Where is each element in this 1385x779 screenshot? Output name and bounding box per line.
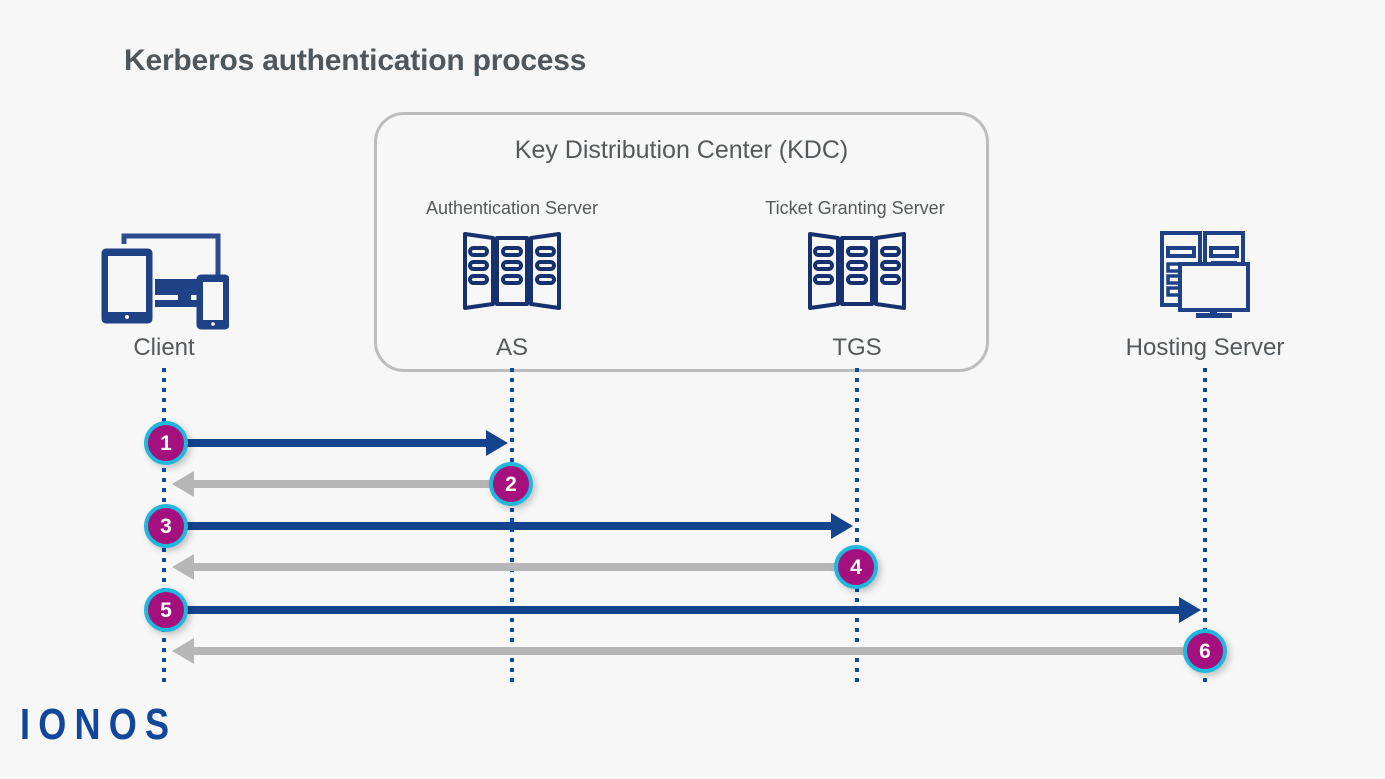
arrow-head-right-icon xyxy=(831,513,853,539)
kdc-container-box xyxy=(374,112,989,372)
actor-label-client: Client xyxy=(133,334,195,361)
step-badge-4: 4 xyxy=(834,545,878,589)
actor-label-hosting-server: Hosting Server xyxy=(1125,334,1285,361)
ticket-granting-server-label: Ticket Granting Server xyxy=(765,198,945,218)
arrow-shaft xyxy=(194,647,1205,655)
actor-label-as: AS xyxy=(495,334,529,361)
arrow-head-left-icon xyxy=(172,471,194,497)
message-arrow-1 xyxy=(180,430,508,456)
arrow-shaft xyxy=(194,563,857,571)
arrow-shaft xyxy=(180,439,486,447)
arrow-head-right-icon xyxy=(486,430,508,456)
authentication-server-label: Authentication Server xyxy=(425,198,599,218)
hosting-server-icon xyxy=(1158,228,1252,325)
arrow-head-right-icon xyxy=(1179,597,1201,623)
step-badge-6: 6 xyxy=(1183,629,1227,673)
step-badge-2: 2 xyxy=(489,462,533,506)
message-arrow-3 xyxy=(180,513,853,539)
server-rack-icon xyxy=(807,228,907,319)
arrow-head-left-icon xyxy=(172,638,194,664)
message-arrow-4 xyxy=(172,554,857,580)
actor-label-tgs: TGS xyxy=(832,334,882,361)
client-devices-icon xyxy=(99,232,230,337)
kdc-title-label: Key Distribution Center (KDC) xyxy=(514,136,849,164)
lifeline-hosting-server xyxy=(1203,368,1207,686)
message-arrow-5 xyxy=(180,597,1201,623)
message-arrow-2 xyxy=(172,471,512,497)
arrow-shaft xyxy=(180,606,1179,614)
lifeline-tgs xyxy=(855,368,859,686)
step-badge-1: 1 xyxy=(144,421,188,465)
page-title: Kerberos authentication process xyxy=(124,44,587,77)
server-rack-icon xyxy=(462,228,562,319)
arrow-shaft xyxy=(180,522,831,530)
arrow-shaft xyxy=(194,480,512,488)
message-arrow-6 xyxy=(172,638,1205,664)
ionos-logo: IONOS xyxy=(20,700,178,749)
step-badge-3: 3 xyxy=(144,504,188,548)
step-badge-5: 5 xyxy=(144,588,188,632)
arrow-head-left-icon xyxy=(172,554,194,580)
